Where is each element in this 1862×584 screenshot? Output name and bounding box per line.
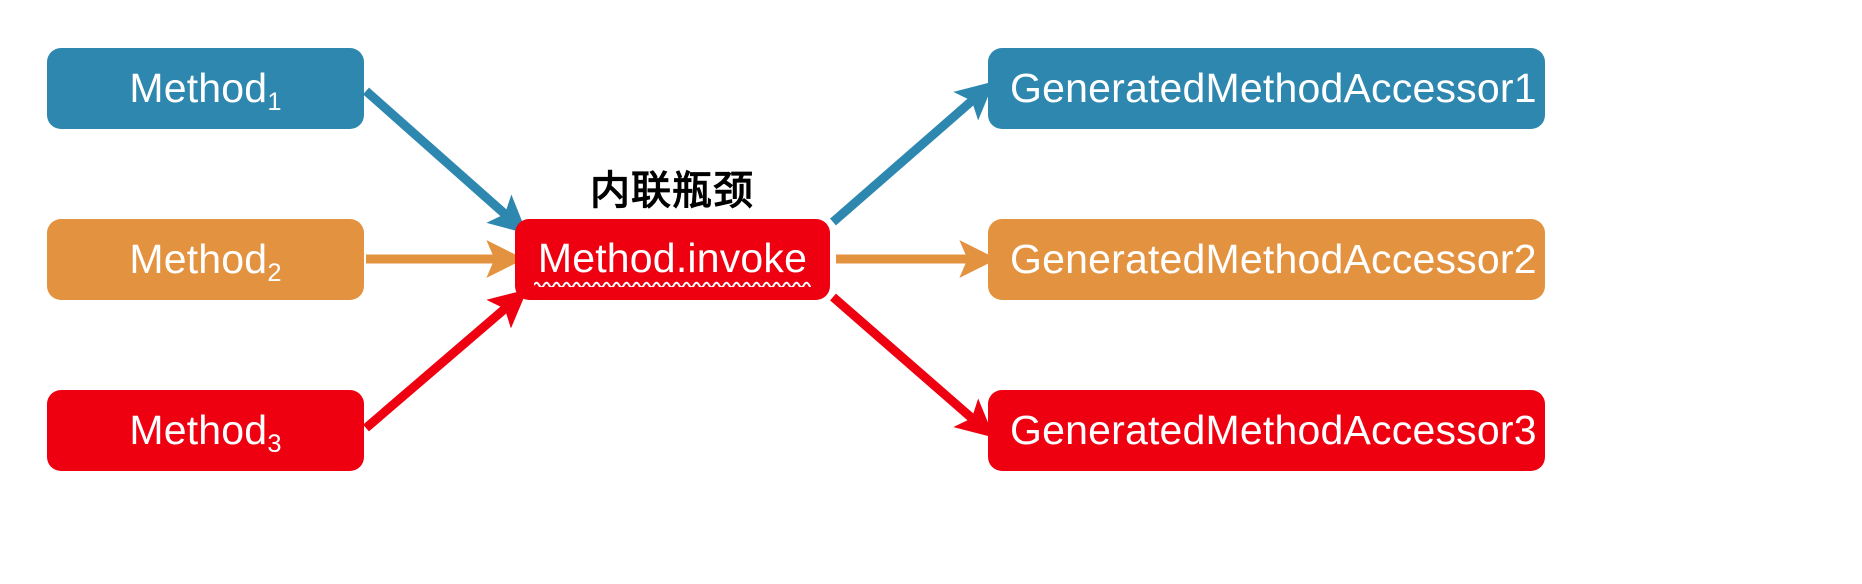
node-generated-method-accessor-1-label: GeneratedMethodAccessor1 <box>1010 65 1537 111</box>
arrow-invoke-to-accessor3 <box>830 293 995 438</box>
node-method-2-subscript: 2 <box>267 258 282 287</box>
node-method-2[interactable]: Method2 <box>47 219 364 300</box>
arrow-method1-to-invoke <box>363 87 528 234</box>
node-generated-method-accessor-3-label: GeneratedMethodAccessor3 <box>1010 407 1537 453</box>
arrow-method3-to-invoke <box>363 289 528 432</box>
node-method-invoke-label: Method.invoke <box>537 235 808 281</box>
node-method-3-label: Method3 <box>129 407 282 458</box>
spellcheck-squiggle-icon <box>533 280 812 287</box>
node-method-invoke[interactable]: Method.invoke <box>515 219 830 300</box>
node-generated-method-accessor-2[interactable]: GeneratedMethodAccessor2 <box>988 219 1545 300</box>
node-generated-method-accessor-1[interactable]: GeneratedMethodAccessor1 <box>988 48 1545 129</box>
node-generated-method-accessor-2-label: GeneratedMethodAccessor2 <box>1010 236 1537 282</box>
arrow-invoke-to-accessor1 <box>830 81 995 226</box>
node-method-1-subscript: 1 <box>267 87 282 116</box>
node-method-1[interactable]: Method1 <box>47 48 364 129</box>
node-method-invoke-label-wrap: Method.invoke <box>533 235 812 287</box>
node-method-3-subscript: 3 <box>267 429 282 458</box>
inline-bottleneck-annotation: 内联瓶颈 <box>590 168 754 214</box>
node-generated-method-accessor-3[interactable]: GeneratedMethodAccessor3 <box>988 390 1545 471</box>
node-method-1-label: Method1 <box>129 65 282 116</box>
node-method-3[interactable]: Method3 <box>47 390 364 471</box>
node-method-2-label: Method2 <box>129 236 282 287</box>
